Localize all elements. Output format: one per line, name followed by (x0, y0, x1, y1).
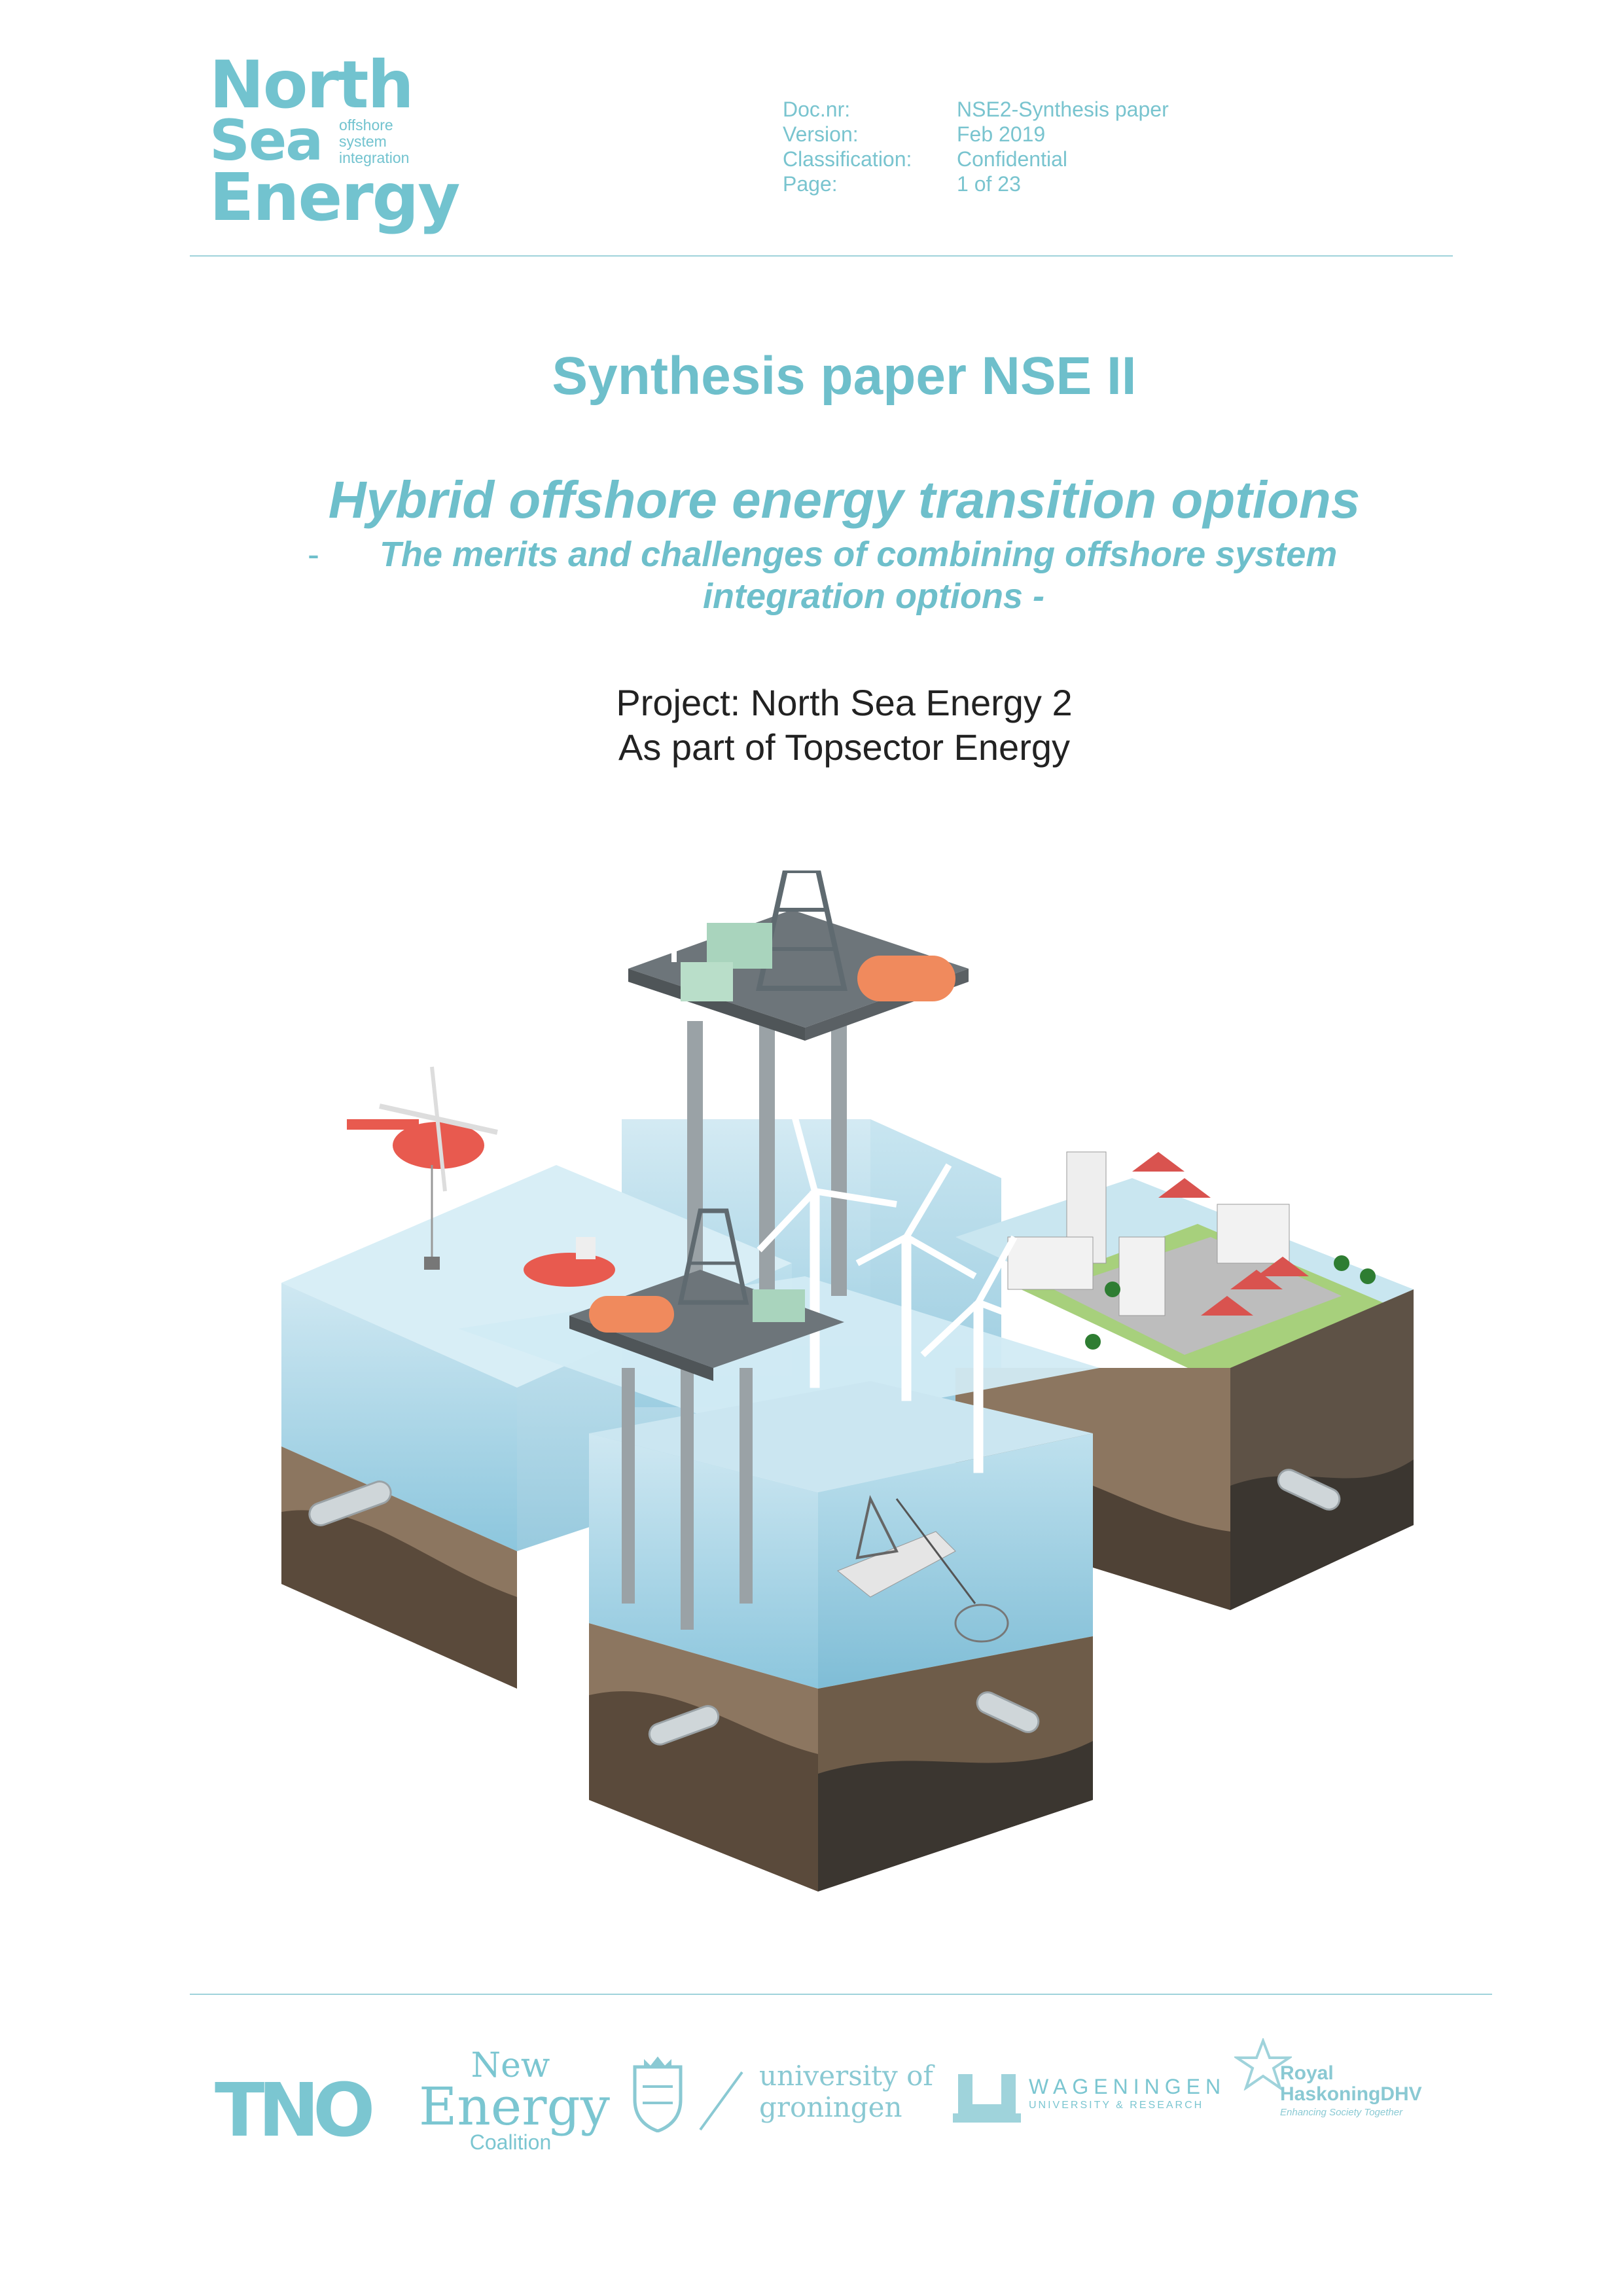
doc-nr-label: Doc.nr: (783, 98, 851, 121)
logo-word-north: North (209, 46, 414, 123)
university-of-groningen-logo: university of groningen (759, 2060, 933, 2123)
wageningen-building-icon (953, 2074, 1021, 2123)
rescue-boat (524, 1237, 615, 1287)
tagline-line-2: integration options - (703, 577, 1044, 616)
north-sea-energy-logo: North Sea Energy offshore system integra… (209, 46, 460, 242)
rhd-line-3: Enhancing Society Together (1280, 2107, 1403, 2118)
wur-line-1: WAGENINGEN (1029, 2075, 1226, 2098)
logo-word-energy: Energy (209, 159, 460, 236)
offshore-platform-bottom (569, 1208, 844, 1630)
classification-value: Confidential (957, 147, 1067, 171)
fishing-vessel (837, 1495, 1009, 1643)
footer-divider (190, 1994, 1492, 1995)
logo-tagline-1: offshore (339, 117, 393, 134)
tno-logo: TNO (215, 2068, 375, 2153)
wageningen-logo: WAGENINGEN UNIVERSITY & RESEARCH (1029, 2075, 1226, 2113)
wur-line-2: UNIVERSITY & RESEARCH (1029, 2100, 1204, 2111)
helicopter (347, 1066, 498, 1270)
offshore-energy-hub-illustration (281, 870, 1414, 1892)
tagline-dash: - (308, 535, 319, 574)
royal-haskoningdhv-logo: Royal HaskoningDHV Enhancing Society Tog… (1280, 2063, 1422, 2121)
rug-line-1: university of (759, 2060, 933, 2092)
university-seal-icon (633, 2056, 683, 2132)
royal-haskoning-star-icon (1234, 2038, 1292, 2090)
logo-tagline-2: system (339, 133, 387, 150)
nec-line-1: New (471, 2046, 550, 2085)
logo-divider-slash-icon (699, 2071, 743, 2131)
classification-label: Classification: (783, 147, 912, 171)
document-info-block: Doc.nr: NSE2-Synthesis paper Version: Fe… (783, 98, 1169, 195)
pipelines (308, 1469, 1341, 1746)
project-line-2: As part of Topsector Energy (618, 726, 1070, 768)
project-line-1: Project: North Sea Energy 2 (616, 682, 1073, 723)
offshore-platform-top (628, 870, 969, 1329)
new-energy-coalition-logo: New Energy Coalition (419, 2046, 610, 2154)
rhd-line-1: Royal (1280, 2062, 1334, 2084)
rug-line-2: groningen (759, 2091, 902, 2123)
nec-line-2: Energy (419, 2076, 610, 2137)
tagline-line-1-text: The merits and challenges of combining o… (380, 535, 1338, 574)
wind-turbines (757, 1105, 1048, 1473)
page-title: Synthesis paper NSE II (552, 346, 1137, 406)
logo-tagline-3: integration (339, 149, 410, 166)
header-divider (190, 255, 1453, 257)
tagline-line-1: - The merits and challenges of combining … (308, 534, 1472, 575)
logo-word-sea: Sea (209, 108, 323, 173)
doc-nr-value: NSE2-Synthesis paper (957, 98, 1169, 121)
page-subtitle: Hybrid offshore energy transition option… (328, 471, 1361, 529)
page-value: 1 of 23 (957, 172, 1021, 196)
project-info: Project: North Sea Energy 2 As part of T… (0, 681, 1623, 770)
version-value: Feb 2019 (957, 122, 1046, 146)
rhd-line-2: HaskoningDHV (1280, 2083, 1422, 2105)
nec-line-3: Coalition (469, 2130, 552, 2154)
front-block (458, 1276, 1099, 1892)
version-label: Version: (783, 122, 859, 146)
page-label: Page: (783, 172, 838, 196)
